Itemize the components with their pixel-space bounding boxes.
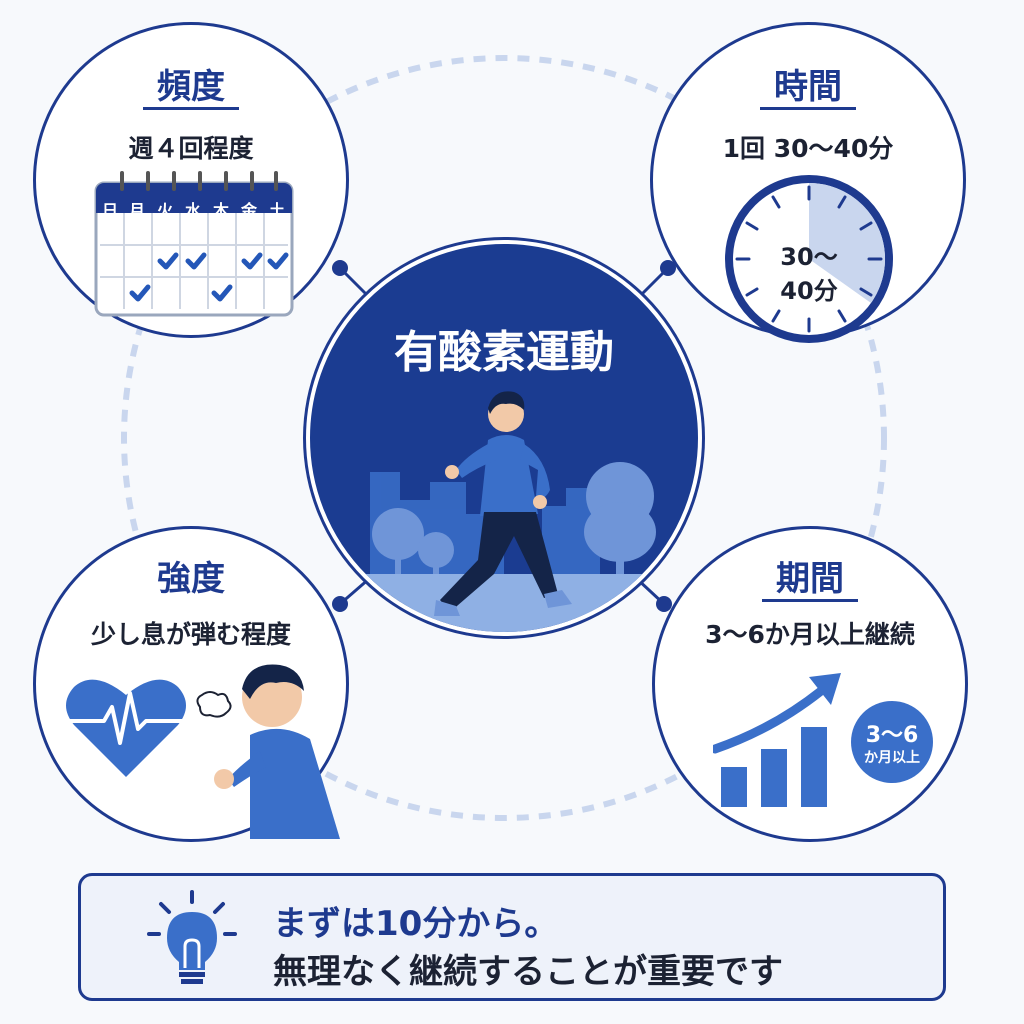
period-card: 期間 3〜6か月以上継続 3〜6 か月以上 <box>652 526 968 842</box>
period-title: 期間 <box>776 559 844 599</box>
frequency-card: 頻度 週４回程度 日 月 火 水 木 <box>33 22 349 338</box>
frequency-title: 頻度 <box>157 67 225 107</box>
tip-line2: 無理なく継続することが重要です <box>273 952 783 992</box>
period-underline <box>762 599 858 602</box>
weekday-label: 木 <box>213 201 230 220</box>
center-circle: 有酸素運動 <box>306 240 702 636</box>
lightbulb-icon <box>147 890 237 984</box>
frequency-text: 週４回程度 <box>128 134 254 163</box>
weekday-label: 水 <box>185 201 202 220</box>
intensity-text: 少し息が弾む程度 <box>90 620 291 649</box>
badge-line1: 3〜6 <box>865 723 919 748</box>
weekday-label: 金 <box>241 201 258 220</box>
frequency-underline <box>143 107 239 110</box>
weekday-label: 火 <box>157 201 174 220</box>
heart-pulse-icon <box>66 679 186 777</box>
weekday-label: 土 <box>269 201 286 220</box>
weekday-label: 日 <box>102 201 119 220</box>
clock-icon <box>725 175 893 343</box>
clock-label-line1: 30〜 <box>780 243 838 271</box>
time-title: 時間 <box>774 67 842 107</box>
tip-banner: まずは10分から。 無理なく継続することが重要です <box>78 873 946 1001</box>
intensity-card: 強度 少し息が弾む程度 <box>33 526 349 842</box>
walking-scene-illustration <box>310 391 698 632</box>
breathing-person-illustration <box>196 664 340 839</box>
weekday-label: 月 <box>129 201 146 220</box>
tip-line1: まずは10分から。 <box>273 904 559 944</box>
center-title: 有酸素運動 <box>394 327 614 378</box>
calendar-icon <box>94 171 294 317</box>
time-card: 時間 1回 30〜40分 30〜 40分 <box>650 22 966 343</box>
clock-label-line2: 40分 <box>780 277 838 305</box>
time-underline <box>760 107 856 110</box>
intensity-title: 強度 <box>157 559 225 599</box>
duration-badge: 3〜6 か月以上 <box>851 701 933 783</box>
period-text: 3〜6か月以上継続 <box>705 620 915 649</box>
badge-line2: か月以上 <box>864 750 920 766</box>
time-text: 1回 30〜40分 <box>722 134 894 163</box>
growth-chart-icon <box>713 673 841 807</box>
